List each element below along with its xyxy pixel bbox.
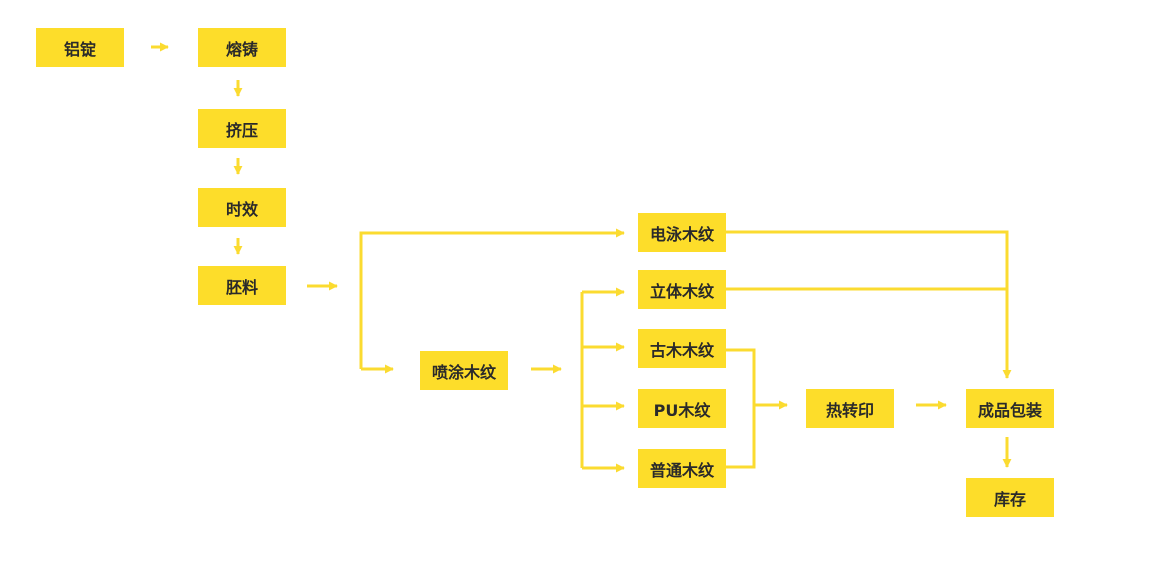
connector-to-electrophoresis (359, 231, 624, 369)
node-spray-wood-grain: 喷涂木纹 (420, 351, 508, 390)
node-casting: 熔铸 (198, 28, 286, 67)
node-antique-wood-grain: 古木木纹 (638, 329, 726, 368)
node-3d-wood-grain: 立体木纹 (638, 270, 726, 309)
node-regular-wood-grain: 普通木纹 (638, 449, 726, 488)
connector-electrophoresis-to-package (726, 230, 1012, 379)
node-extrusion: 挤压 (198, 109, 286, 148)
node-stock: 库存 (966, 478, 1054, 517)
node-electrophoresis-wood-grain: 电泳木纹 (638, 213, 726, 252)
node-blank: 胚料 (198, 266, 286, 305)
node-finished-packaging: 成品包装 (966, 389, 1054, 428)
node-aging: 时效 (198, 188, 286, 227)
node-aluminum-ingot: 铝锭 (36, 28, 124, 67)
node-pu-wood-grain: PU木纹 (638, 389, 726, 428)
node-heat-transfer: 热转印 (806, 389, 894, 428)
connector-antique-regular-merge (726, 348, 756, 469)
